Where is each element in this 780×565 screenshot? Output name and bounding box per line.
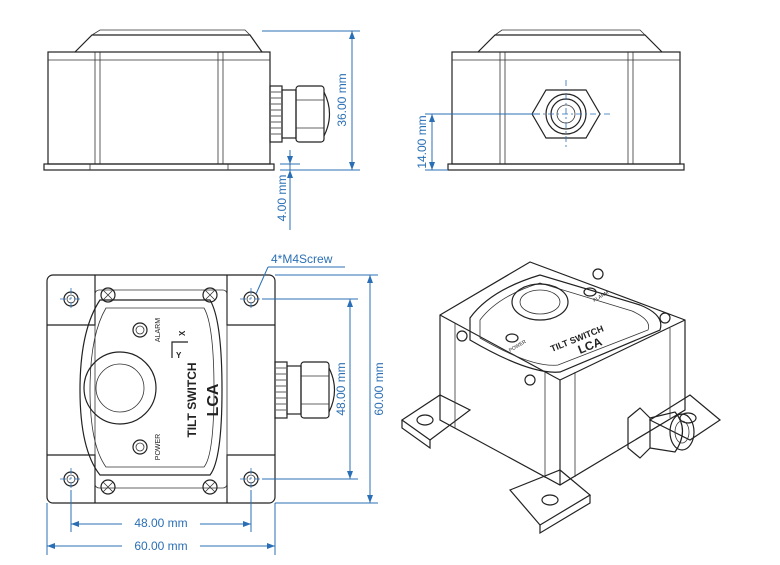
lid-screws: [100, 287, 218, 495]
front-view: 36.00 mm 4.00 mm: [43, 29, 360, 230]
screw-note: 4*M4Screw: [271, 252, 333, 266]
product-model-top: LCA: [205, 383, 222, 416]
isometric-view: POWER ALARM TILT SWITCH LCA: [400, 261, 722, 535]
product-name-top: TILT SWITCH: [185, 362, 199, 437]
axis-x-label: X: [178, 330, 187, 336]
iso-led-power-label: POWER: [508, 339, 528, 354]
dim-front-height: 36.00 mm: [335, 73, 349, 126]
dim-front-base: 4.00 mm: [275, 175, 289, 222]
side-view: 14.00 mm: [415, 29, 685, 171]
top-view: ALARM POWER Y X TILT SWITCH LCA: [46, 252, 386, 555]
led-alarm-label: ALARM: [155, 318, 162, 342]
dim-side-center: 14.00 mm: [415, 115, 429, 168]
axis-y-label: Y: [176, 351, 182, 360]
mounting-holes: [60, 288, 262, 490]
dim-overall-vertical: 60.00 mm: [372, 362, 386, 415]
dim-overall-horizontal: 60.00 mm: [134, 539, 187, 553]
led-power-label: POWER: [155, 434, 162, 460]
dim-hole-spacing-horizontal: 48.00 mm: [134, 516, 187, 530]
dim-hole-spacing-vertical: 48.00 mm: [334, 362, 348, 415]
